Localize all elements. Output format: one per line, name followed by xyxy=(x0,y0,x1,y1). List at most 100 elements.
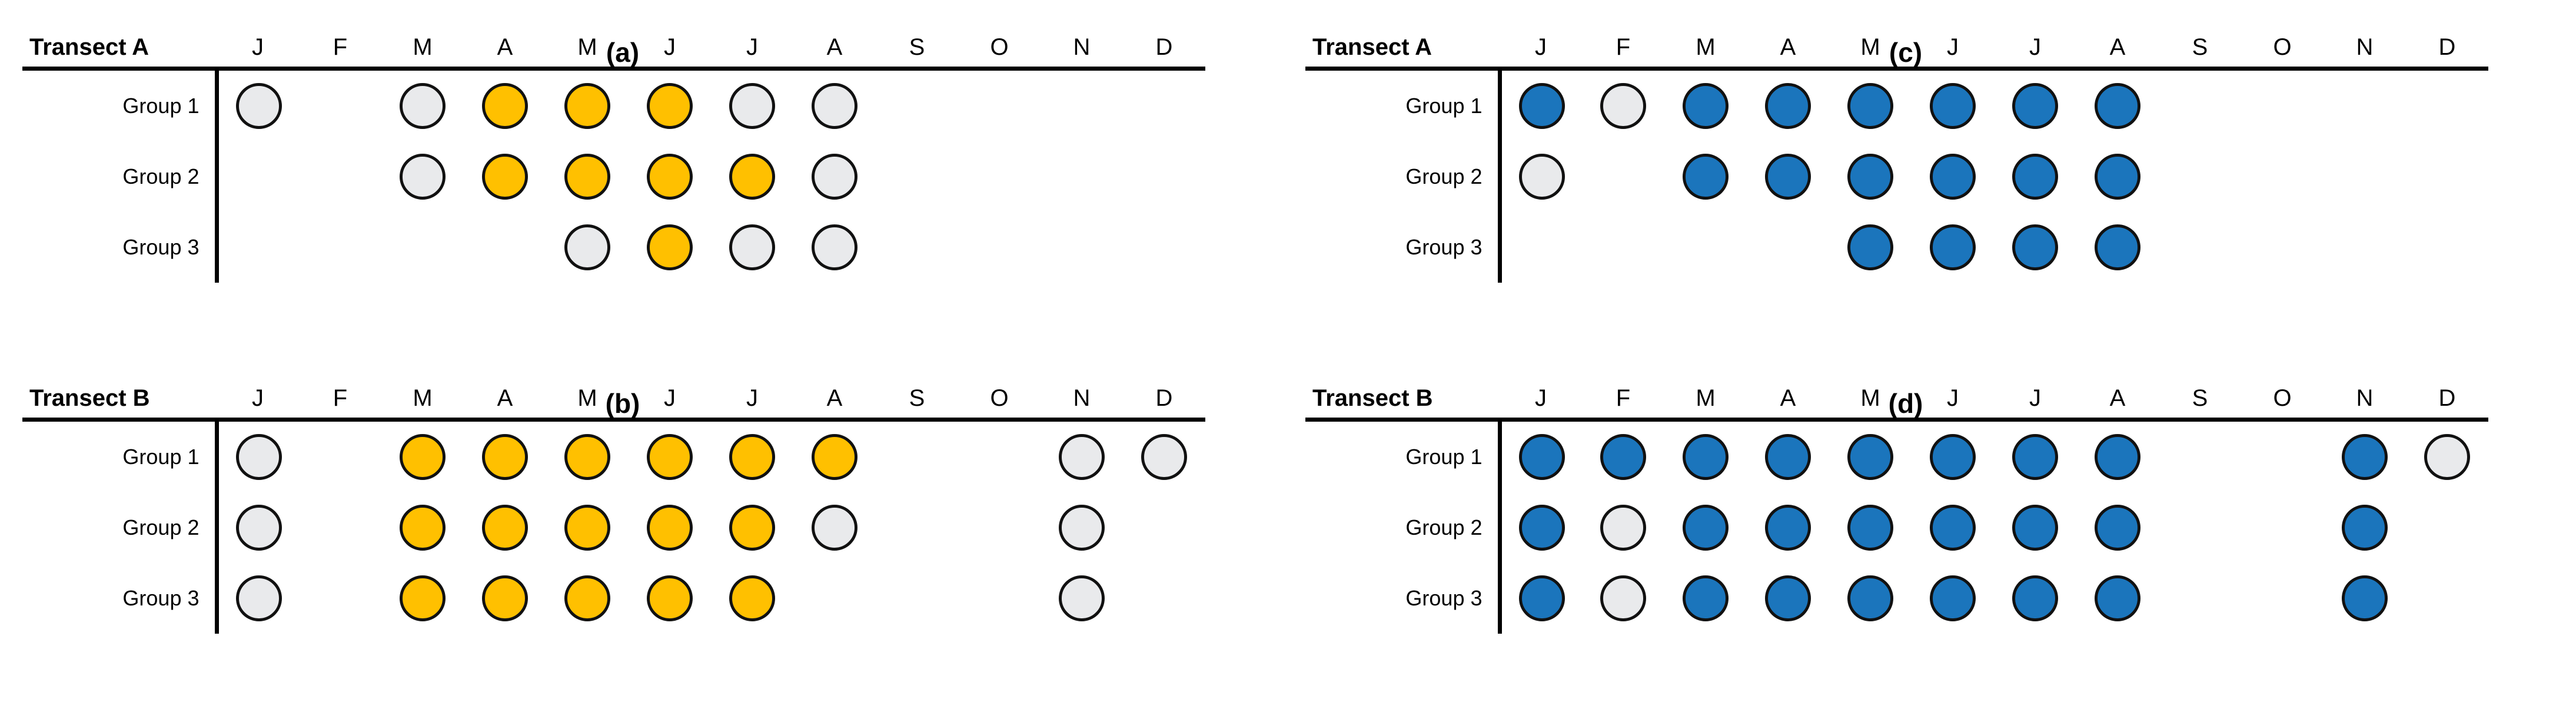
month-header: M xyxy=(381,385,464,422)
month-header: A xyxy=(464,34,546,71)
filled-circle-marker xyxy=(2342,505,2388,551)
month-cell xyxy=(958,420,1041,493)
panel-letter: (c) xyxy=(1889,37,1923,68)
month-header: J xyxy=(1994,34,2076,71)
filled-circle-marker xyxy=(1518,505,1565,551)
month-cell xyxy=(299,212,381,283)
month-cell xyxy=(381,69,464,142)
filled-circle-marker xyxy=(1765,154,1811,200)
month-cell xyxy=(2159,563,2241,634)
month-cell xyxy=(464,212,546,283)
empty-marker xyxy=(2177,154,2223,200)
month-cell xyxy=(629,492,711,563)
month-cell xyxy=(2076,69,2159,142)
empty-marker xyxy=(2259,434,2305,480)
month-cell xyxy=(876,420,958,493)
empty-marker xyxy=(482,224,528,270)
empty-marker xyxy=(894,434,940,480)
group-row: Group 3 xyxy=(22,212,1205,283)
month-cell xyxy=(2241,492,2324,563)
panel-letter: (a) xyxy=(606,37,640,68)
month-header: M xyxy=(546,34,629,71)
month-header: S xyxy=(876,34,958,71)
filled-circle-marker xyxy=(1847,434,1893,480)
month-cell xyxy=(1123,563,1205,634)
month-cell xyxy=(1123,420,1205,493)
month-cell xyxy=(1582,492,1664,563)
month-cell xyxy=(381,212,464,283)
month-header: J xyxy=(1994,385,2076,422)
empty-marker xyxy=(2177,434,2223,480)
month-cell xyxy=(1041,492,1123,563)
filled-circle-marker xyxy=(482,505,528,551)
month-cell xyxy=(1582,141,1664,212)
empty-marker xyxy=(976,224,1022,270)
filled-circle-marker xyxy=(1765,575,1811,621)
open-circle-marker xyxy=(1518,154,1565,200)
group-label: Group 3 xyxy=(122,586,200,610)
filled-circle-marker xyxy=(1847,83,1893,129)
month-cell xyxy=(464,420,546,493)
month-cell xyxy=(2241,69,2324,142)
empty-marker xyxy=(2177,575,2223,621)
group-row: Group 2 xyxy=(1305,141,2488,212)
filled-circle-marker xyxy=(1683,575,1729,621)
filled-circle-marker xyxy=(1930,434,1976,480)
month-cell xyxy=(1664,492,1747,563)
empty-marker xyxy=(2424,505,2470,551)
month-cell xyxy=(2159,141,2241,212)
month-cell xyxy=(1912,420,1994,493)
month-cell xyxy=(1041,563,1123,634)
month-header: J xyxy=(1912,385,1994,422)
month-header: M xyxy=(381,34,464,71)
month-cell xyxy=(2076,492,2159,563)
open-circle-marker xyxy=(812,154,857,200)
month-header: N xyxy=(1041,385,1123,422)
month-cell xyxy=(1664,212,1747,283)
filled-circle-marker xyxy=(2012,224,2058,270)
month-cell xyxy=(2324,492,2406,563)
month-cell xyxy=(1747,141,1829,212)
group-row: Group 2 xyxy=(22,492,1205,563)
month-header: D xyxy=(2406,34,2488,71)
month-header: J xyxy=(629,385,711,422)
filled-circle-marker xyxy=(482,83,528,129)
month-cell xyxy=(958,563,1041,634)
filled-circle-marker xyxy=(1930,505,1976,551)
month-header: J xyxy=(217,34,299,71)
month-cell xyxy=(1994,492,2076,563)
month-cell xyxy=(629,141,711,212)
month-cell xyxy=(2324,69,2406,142)
filled-circle-marker xyxy=(729,154,775,200)
filled-circle-marker xyxy=(400,434,446,480)
open-circle-marker xyxy=(729,224,775,270)
month-cell xyxy=(711,212,793,283)
month-cell xyxy=(2241,563,2324,634)
filled-circle-marker xyxy=(1518,83,1565,129)
open-circle-marker xyxy=(729,83,775,129)
month-header: F xyxy=(299,34,381,71)
month-cell xyxy=(1912,141,1994,212)
month-cell xyxy=(711,69,793,142)
month-header: M xyxy=(1664,34,1747,71)
filled-circle-marker xyxy=(647,434,693,480)
filled-circle-marker xyxy=(2095,434,2140,480)
month-header: M xyxy=(1829,34,1912,71)
empty-marker xyxy=(317,83,363,129)
group-label: Group 1 xyxy=(122,445,200,469)
month-header: S xyxy=(876,385,958,422)
month-cell xyxy=(711,420,793,493)
empty-marker xyxy=(2177,83,2223,129)
open-circle-marker xyxy=(812,505,857,551)
month-header: J xyxy=(217,385,299,422)
empty-marker xyxy=(894,83,940,129)
filled-circle-marker xyxy=(647,83,693,129)
empty-marker xyxy=(976,434,1022,480)
filled-circle-marker xyxy=(482,154,528,200)
empty-marker xyxy=(1141,224,1187,270)
month-cell xyxy=(2324,212,2406,283)
filled-circle-marker xyxy=(2012,434,2058,480)
filled-circle-marker xyxy=(729,575,775,621)
month-cell xyxy=(793,212,876,283)
